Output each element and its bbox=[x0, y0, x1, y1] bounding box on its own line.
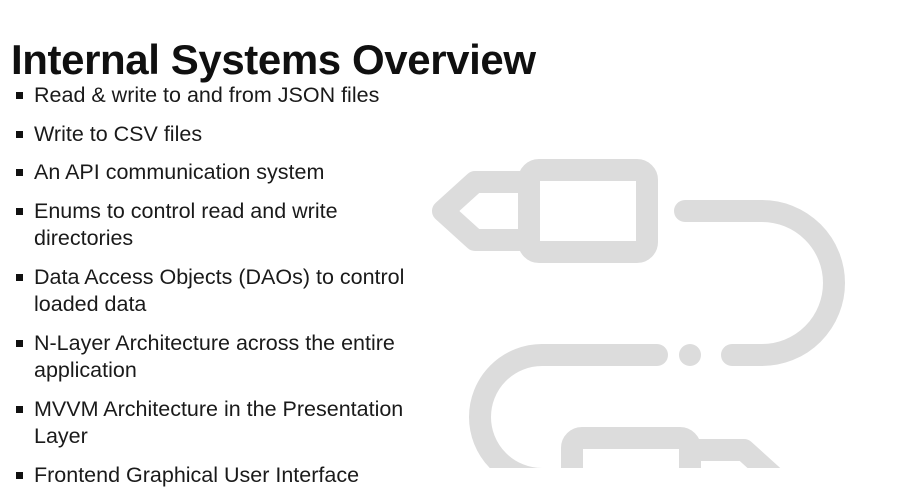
list-item: MVVM Architecture in the Presentation La… bbox=[14, 396, 434, 451]
bullet-square-icon bbox=[16, 339, 23, 347]
list-item-label: Write to CSV files bbox=[34, 121, 203, 146]
bullet-square-icon bbox=[16, 405, 23, 413]
bullet-square-icon bbox=[16, 207, 23, 215]
cable-connector-icon bbox=[432, 108, 912, 468]
list-item-label: N-Layer Architecture across the entire a… bbox=[34, 330, 395, 383]
bullet-square-icon bbox=[16, 273, 23, 281]
list-item: Enums to control read and write director… bbox=[14, 198, 434, 253]
list-item-label: Data Access Objects (DAOs) to control lo… bbox=[34, 264, 405, 317]
list-item: Data Access Objects (DAOs) to control lo… bbox=[14, 264, 434, 319]
list-item-label: Read & write to and from JSON files bbox=[34, 83, 380, 107]
list-item: Write to CSV files bbox=[14, 121, 434, 149]
list-item: Read & write to and from JSON files bbox=[14, 82, 434, 110]
bullet-square-icon bbox=[16, 92, 23, 99]
list-item: N-Layer Architecture across the entire a… bbox=[14, 330, 434, 385]
list-item: Frontend Graphical User Interface bbox=[14, 462, 434, 490]
bullet-square-icon bbox=[16, 471, 23, 479]
page-title: Internal Systems Overview bbox=[11, 36, 536, 84]
bullet-square-icon bbox=[16, 130, 23, 138]
list-item-label: Enums to control read and write director… bbox=[34, 198, 338, 251]
list-item-label: MVVM Architecture in the Presentation La… bbox=[34, 396, 404, 449]
list-item: An API communication system bbox=[14, 159, 434, 187]
bullet-square-icon bbox=[16, 169, 23, 177]
list-item-label: An API communication system bbox=[34, 160, 325, 185]
bullet-list: Read & write to and from JSON files Writ… bbox=[14, 82, 434, 489]
list-item-label: Frontend Graphical User Interface bbox=[34, 462, 360, 487]
